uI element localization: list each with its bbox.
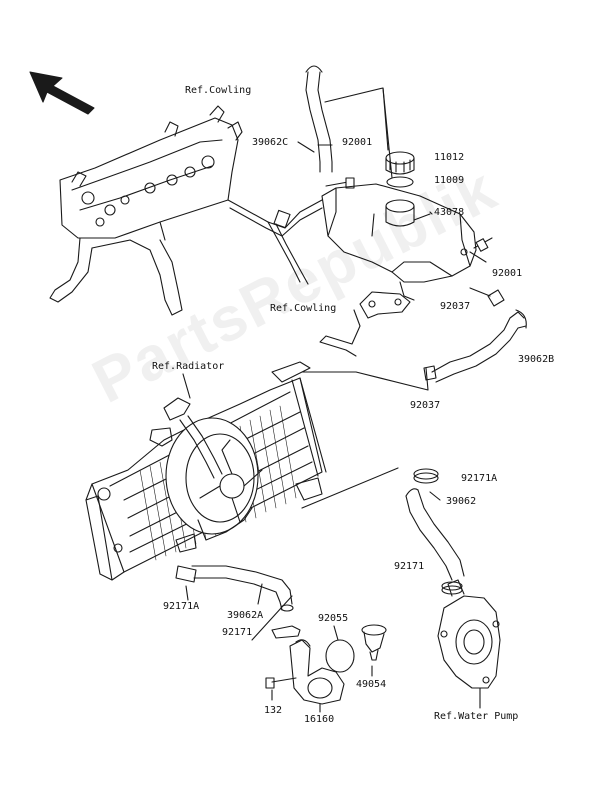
label-ref-radiator: Ref.Radiator bbox=[152, 361, 225, 372]
label-11012: 11012 bbox=[434, 152, 465, 163]
mount-bracket bbox=[319, 291, 411, 357]
bolt-92001-top bbox=[325, 177, 355, 189]
water-pump-cover bbox=[437, 579, 501, 689]
radiator-hose-top bbox=[163, 397, 223, 479]
label-11009: 11009 bbox=[434, 175, 465, 186]
label-92171-right: 92171 bbox=[394, 561, 425, 572]
label-132: 132 bbox=[264, 705, 283, 716]
clamp-92171A-right bbox=[413, 468, 439, 484]
label-92037-mid: 92037 bbox=[410, 400, 441, 411]
clamp-92037-mid bbox=[423, 365, 437, 381]
clamp-92171-right bbox=[441, 581, 463, 595]
thermostat-49054 bbox=[361, 624, 387, 661]
label-92055: 92055 bbox=[318, 613, 349, 624]
cooling-fan bbox=[149, 417, 263, 541]
hose-39062B bbox=[431, 309, 527, 383]
radiator-lower-fitting bbox=[175, 533, 197, 583]
reservoir-tank-43078 bbox=[321, 183, 477, 301]
thermostat-housing-16160 bbox=[289, 639, 345, 705]
label-92171A-left: 92171A bbox=[163, 601, 200, 612]
oring-11009 bbox=[386, 176, 414, 188]
label-49054: 49054 bbox=[356, 679, 387, 690]
cap-11012 bbox=[385, 151, 415, 175]
hose-39062A bbox=[191, 565, 294, 612]
oring-92055 bbox=[325, 639, 355, 673]
direction-arrow-icon bbox=[29, 71, 95, 115]
label-92001-top: 92001 bbox=[342, 137, 373, 148]
bolt-132 bbox=[265, 677, 297, 689]
hose-39062 bbox=[405, 488, 465, 581]
label-ref-cowling-mid: Ref.Cowling bbox=[270, 303, 337, 314]
hose-39062C bbox=[305, 65, 333, 173]
label-92171A-right: 92171A bbox=[461, 473, 498, 484]
label-39062C: 39062C bbox=[252, 137, 289, 148]
label-39062B: 39062B bbox=[518, 354, 555, 365]
label-43078: 43078 bbox=[434, 207, 465, 218]
label-92001-right: 92001 bbox=[492, 268, 523, 279]
label-ref-cowling-top: Ref.Cowling bbox=[185, 85, 252, 96]
label-92037-top: 92037 bbox=[440, 301, 471, 312]
cowling-bracket-frame bbox=[49, 105, 323, 316]
bolt-92001-right bbox=[473, 237, 493, 252]
label-92171-left: 92171 bbox=[222, 627, 253, 638]
label-ref-water-pump: Ref.Water Pump bbox=[434, 711, 519, 722]
clamp-92037-top bbox=[469, 287, 505, 307]
label-39062A: 39062A bbox=[227, 610, 264, 621]
clamp-92171-left bbox=[271, 625, 301, 639]
label-16160: 16160 bbox=[304, 714, 335, 725]
label-39062: 39062 bbox=[446, 496, 477, 507]
